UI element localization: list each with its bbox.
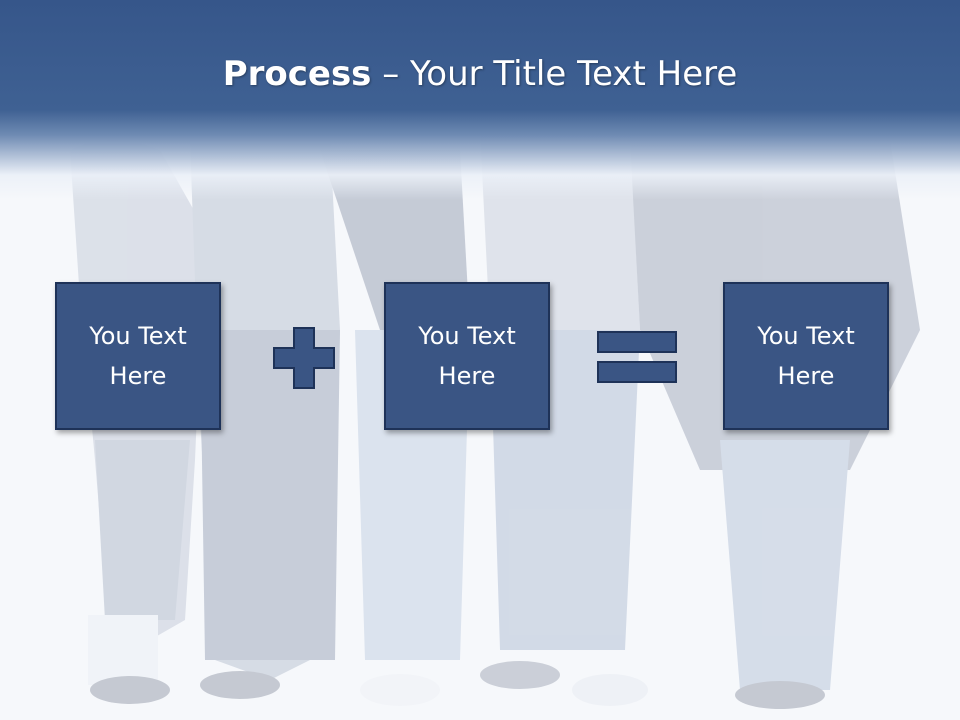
text-box-2[interactable]: You Text Here (384, 282, 550, 430)
text-box-3[interactable]: You Text Here (723, 282, 889, 430)
text-box-1[interactable]: You Text Here (55, 282, 221, 430)
title-bold: Process (222, 54, 372, 94)
plus-icon (273, 327, 335, 389)
title-rest: – Your Title Text Here (371, 54, 738, 94)
slide-title: Process – Your Title Text Here (0, 52, 960, 96)
title-band (0, 0, 960, 200)
equals-icon (597, 331, 677, 383)
text-box-1-label: You Text Here (89, 322, 187, 390)
text-box-3-label: You Text Here (757, 322, 855, 390)
text-box-2-label: You Text Here (418, 322, 516, 390)
